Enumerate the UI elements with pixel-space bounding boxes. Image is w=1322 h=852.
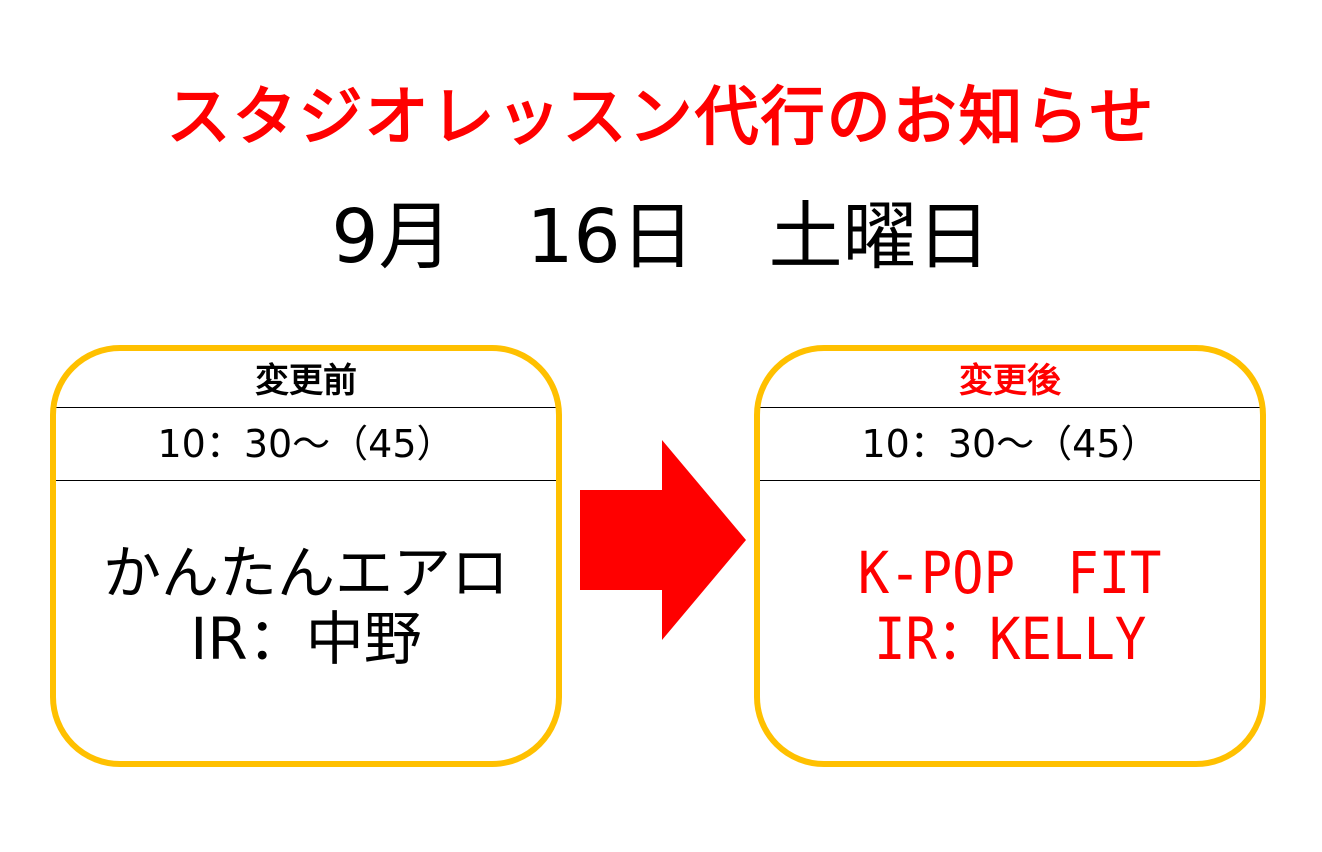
before-card: 変更前 10：30～（45） かんたんエアロ IR：中野 (50, 345, 562, 767)
arrow-right-icon-shape (580, 440, 746, 640)
notice-date: 9月 16日 土曜日 (331, 194, 991, 280)
arrow-right-icon (580, 440, 746, 640)
notice-title: スタジオレッスン代行のお知らせ (166, 81, 1156, 155)
after-header: 変更後 (760, 351, 1260, 408)
after-instructor: IR：KELLY (873, 605, 1147, 673)
after-lesson-name: K-POP FIT (858, 539, 1162, 607)
before-instructor: IR：中野 (190, 605, 422, 673)
before-time: 10：30～（45） (56, 408, 556, 481)
after-details: K-POP FIT IR：KELLY (760, 481, 1260, 761)
after-card: 変更後 10：30～（45） K-POP FIT IR：KELLY (754, 345, 1266, 767)
before-details: かんたんエアロ IR：中野 (56, 481, 556, 761)
after-time: 10：30～（45） (760, 408, 1260, 481)
before-header: 変更前 (56, 351, 556, 408)
before-lesson-name: かんたんエアロ (102, 539, 509, 607)
